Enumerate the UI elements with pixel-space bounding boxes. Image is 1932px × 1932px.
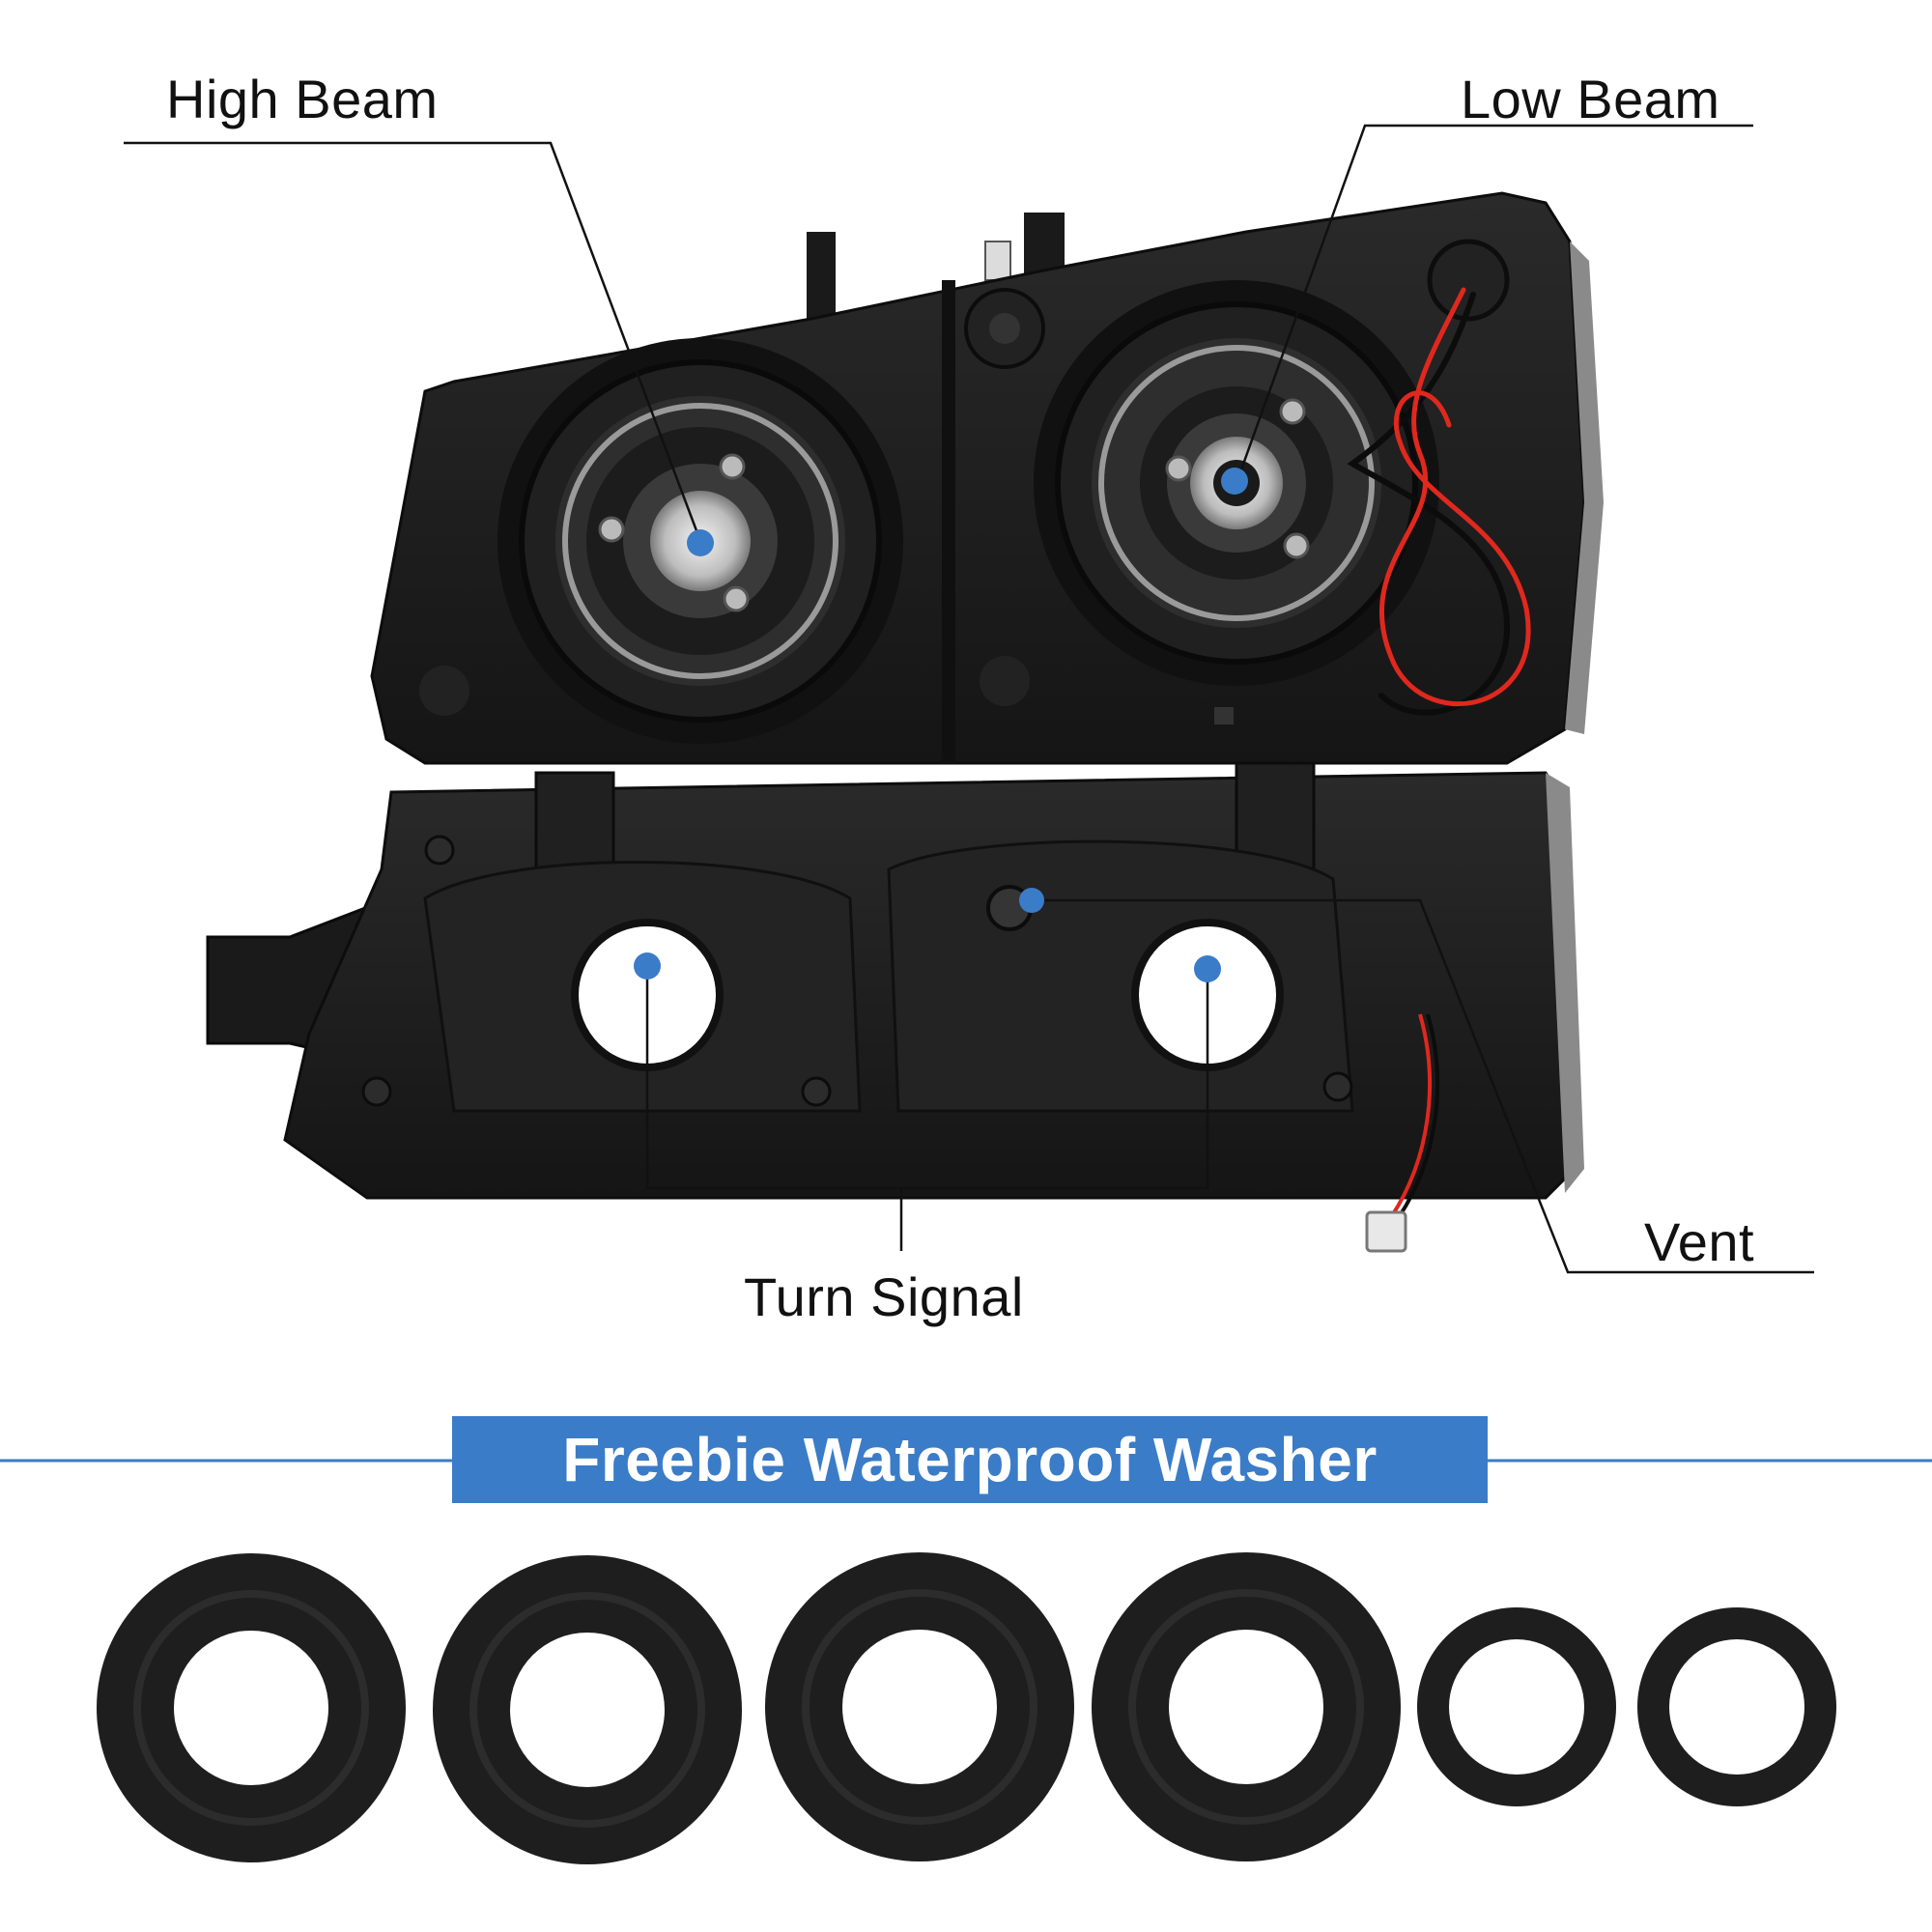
- red-wire: [1378, 287, 1531, 707]
- high-beam-label: High Beam: [166, 69, 439, 129]
- screw-icon: [1322, 1071, 1353, 1102]
- callout-line-turn-signal: [645, 976, 1209, 1190]
- turn-signal-wire: [1389, 1013, 1432, 1219]
- vent-marker: [1019, 888, 1044, 913]
- callout-line-vent: [1032, 898, 1814, 1274]
- screw-icon: [424, 835, 455, 866]
- wire-grommet: [1427, 239, 1510, 322]
- housing-clip: [1214, 707, 1234, 724]
- turn-signal-marker-right: [1194, 955, 1221, 982]
- washer: [433, 1555, 742, 1864]
- vent-label: Vent: [1644, 1211, 1755, 1272]
- turn-side-lens: [1546, 773, 1584, 1193]
- callout-line-low-beam: [1235, 124, 1753, 484]
- housing-divider: [942, 280, 955, 763]
- washer: [1417, 1607, 1616, 1806]
- washer: [1637, 1607, 1836, 1806]
- screw-icon: [719, 453, 746, 480]
- screw-icon: [1283, 532, 1310, 559]
- washer-row: [97, 1552, 1836, 1864]
- screw-icon: [1279, 398, 1306, 425]
- turn-signal-wire-black: [1397, 1013, 1439, 1219]
- turn-signal-housing: [206, 761, 1584, 1253]
- turn-reflector-right: [887, 839, 1354, 1113]
- mount-stud: [984, 241, 1011, 281]
- freebie-washer-banner: Freebie Waterproof Washer: [452, 1416, 1488, 1503]
- mount-tab-left: [807, 232, 836, 319]
- turn-signal-marker-left: [634, 952, 661, 980]
- housing-bump-left: [419, 666, 469, 716]
- low-beam-label: Low Beam: [1461, 69, 1720, 129]
- washer: [1092, 1552, 1401, 1861]
- screw-icon: [598, 516, 625, 543]
- side-lens: [1565, 242, 1604, 734]
- wire-connector: [1365, 1210, 1407, 1253]
- housing-bump-right: [980, 656, 1030, 706]
- high-beam-marker: [687, 529, 714, 556]
- screw-icon: [361, 1076, 392, 1107]
- turn-signal-label: Turn Signal: [744, 1266, 1024, 1327]
- callout-lines: [124, 124, 1814, 1274]
- callout-line-high-beam: [124, 141, 702, 542]
- adjuster-knob-inner: [989, 313, 1020, 344]
- screw-icon: [801, 1076, 832, 1107]
- screw-icon: [1165, 455, 1192, 482]
- washer: [97, 1553, 406, 1862]
- low-beam-marker: [1221, 468, 1248, 495]
- wire-harness: [1347, 239, 1531, 716]
- callout-markers: [634, 468, 1248, 982]
- washer: [765, 1552, 1074, 1861]
- screw-icon: [723, 585, 750, 612]
